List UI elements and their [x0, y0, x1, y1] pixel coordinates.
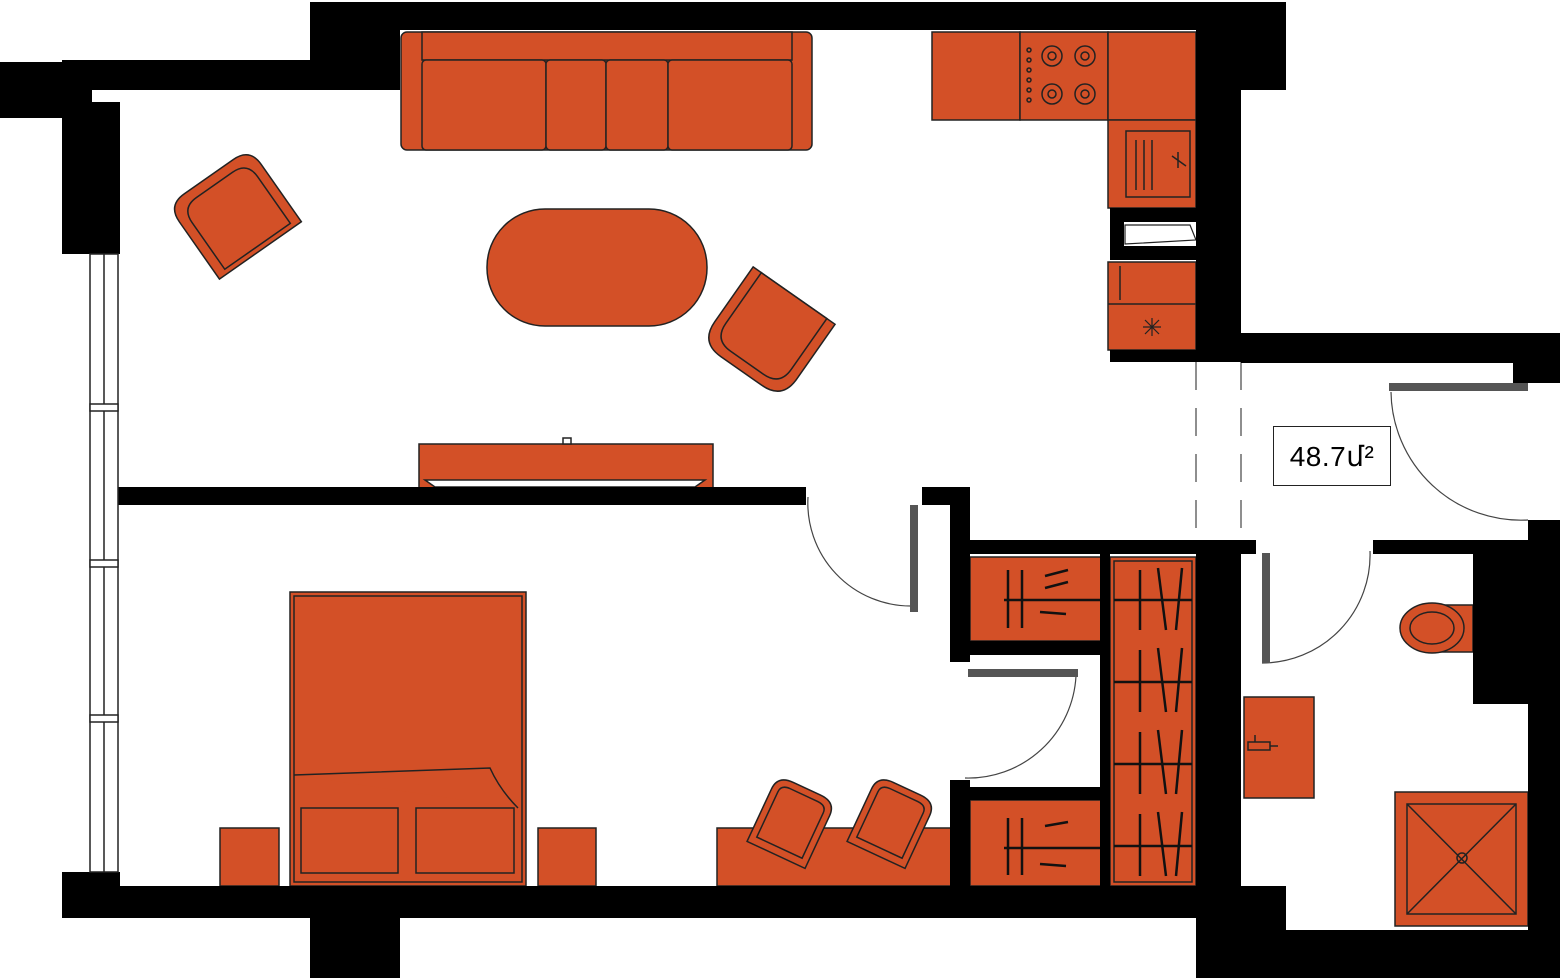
area-label: 48.7մ²	[1273, 426, 1391, 486]
asterisk-icon	[1143, 318, 1161, 336]
wardrobe-icon	[969, 556, 1197, 887]
toilet-icon	[1399, 602, 1474, 654]
door-swing	[807, 496, 918, 612]
door-swing	[1124, 224, 1197, 245]
nightstand-icon	[219, 827, 280, 887]
door-swing	[1261, 550, 1371, 664]
sink-icon	[1125, 130, 1191, 198]
kitchen-counter	[931, 31, 1197, 351]
door-swing	[964, 669, 1078, 779]
area-text: 48.7մ²	[1289, 440, 1375, 472]
faucet-icon	[1247, 735, 1278, 751]
coffee-table-icon	[486, 208, 708, 327]
chair-icon	[746, 779, 833, 870]
shower-icon	[1394, 791, 1529, 927]
window	[89, 253, 119, 873]
armchair-icon	[173, 154, 303, 281]
sofa-icon	[400, 31, 813, 151]
stove-icon	[1026, 45, 1096, 105]
tv-cabinet-icon	[418, 437, 714, 489]
bed-icon	[289, 591, 527, 887]
chair-icon	[846, 779, 933, 870]
washbasin-icon	[1243, 696, 1315, 799]
furniture-layer	[173, 31, 1529, 927]
armchair-icon	[708, 265, 837, 392]
door-swing	[1389, 383, 1529, 521]
nightstand-icon	[537, 827, 597, 887]
hanger-lines	[1004, 567, 1192, 877]
